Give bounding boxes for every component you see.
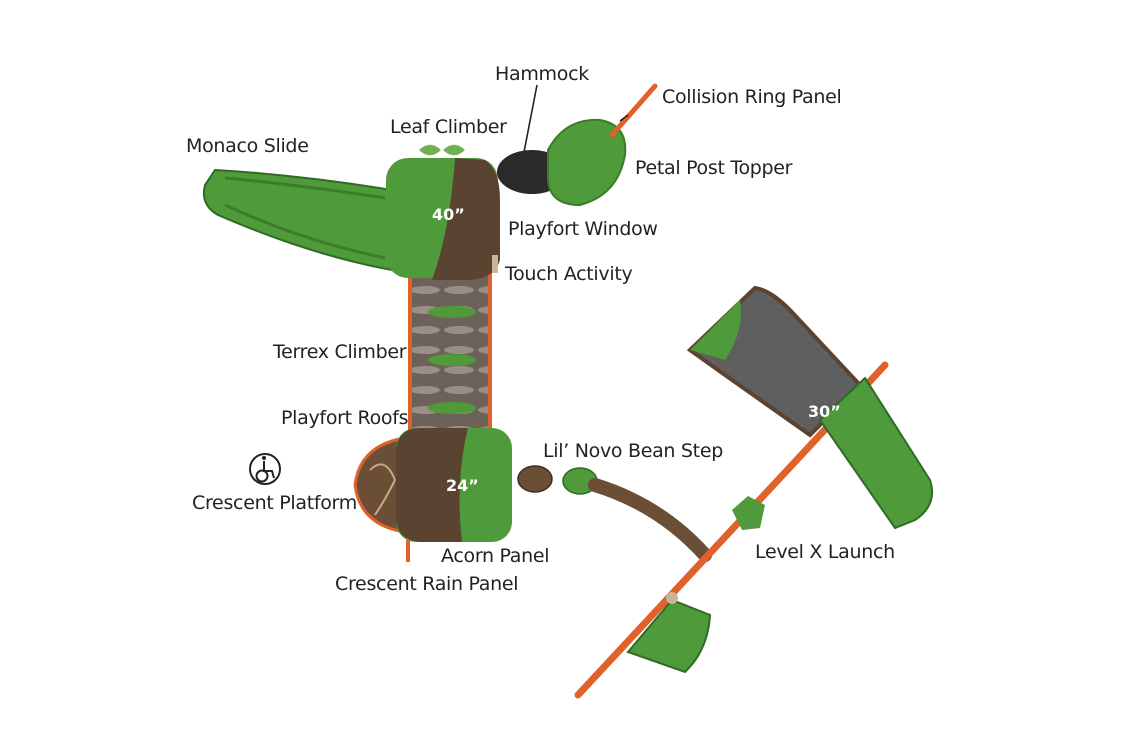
label-level-x-launch: Level X Launch [755,541,895,563]
height-badge-lower: 24” [446,476,479,495]
playfort-window [432,158,500,280]
label-crescent-platform: Crescent Platform [192,492,357,514]
label-playfort-window: Playfort Window [508,218,658,240]
bean-step-brown [517,465,553,493]
bottom-platform [626,598,712,674]
label-touch-activity: Touch Activity [505,263,633,285]
label-petal-post-topper: Petal Post Topper [635,157,793,179]
label-collision-ring-panel: Collision Ring Panel [662,86,842,108]
petal-post-topper [547,118,627,207]
right-deck-climber [690,300,741,360]
leaf-climber [416,143,468,157]
crescent-platform [353,436,407,534]
label-crescent-rain-panel: Crescent Rain Panel [335,573,519,595]
height-badge-top: 40” [432,205,465,224]
monaco-slide [202,168,393,272]
collision-leader [619,114,629,122]
right-slide [818,376,934,530]
height-badge-right: 30” [808,402,841,421]
hammock-leader [523,84,538,153]
playfort-roof-lower [396,428,468,542]
level-x-launch [732,496,765,530]
label-monaco-slide: Monaco Slide [186,135,309,157]
wheelchair-icon [249,453,281,485]
touch-activity [492,255,498,273]
label-acorn-panel: Acorn Panel [441,545,550,567]
collision-ring-panel [609,83,658,138]
label-playfort-roofs: Playfort Roofs [281,407,409,429]
label-lil-novo-bean-step: Lil’ Novo Bean Step [543,440,723,462]
label-terrex-climber: Terrex Climber [273,341,407,363]
label-leaf-climber: Leaf Climber [390,116,507,138]
label-hammock: Hammock [495,63,589,85]
bottom-connector [666,592,678,604]
bean-step-path [588,478,712,562]
